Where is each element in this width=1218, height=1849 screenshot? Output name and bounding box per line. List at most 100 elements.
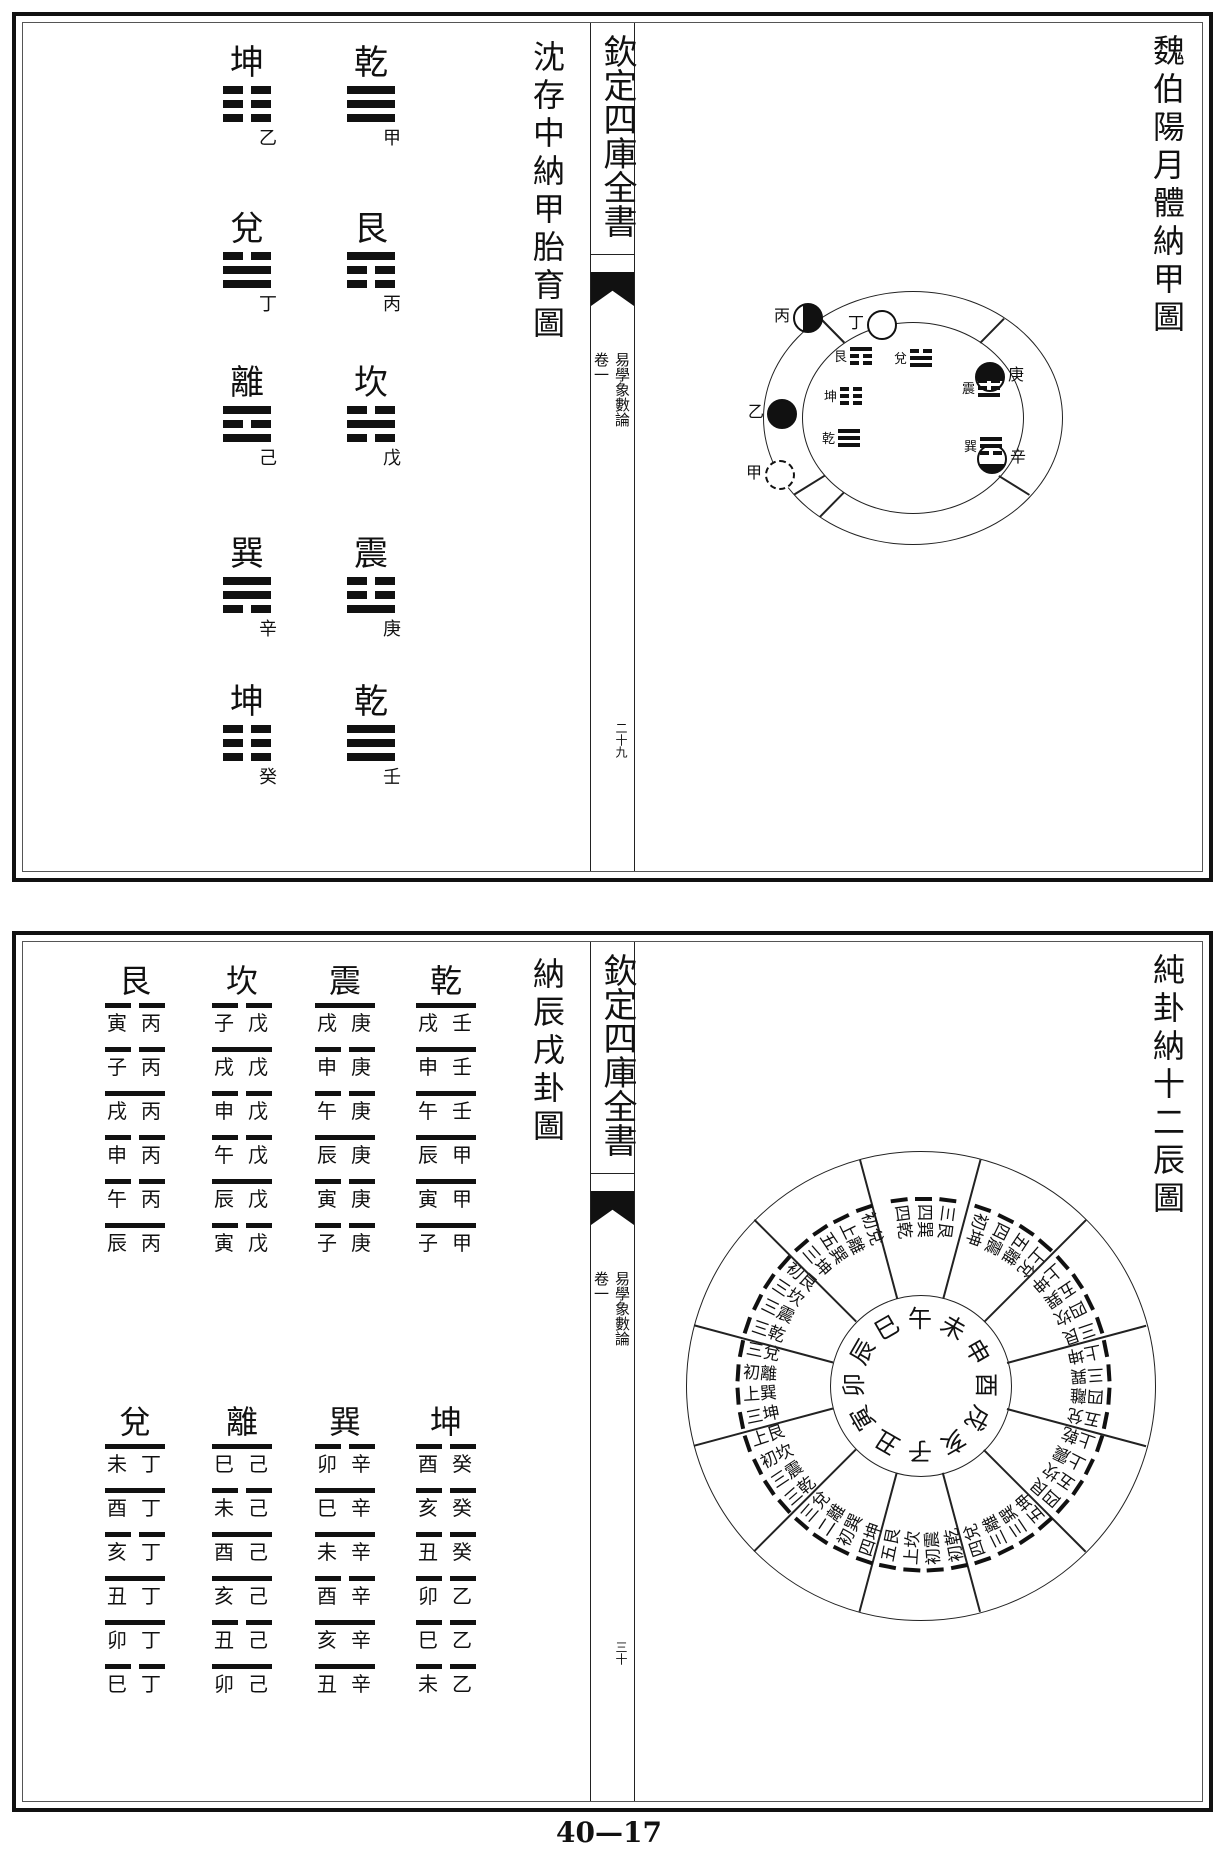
yang-line — [838, 443, 861, 447]
trigram-line — [223, 725, 271, 733]
yao-row: 申庚 — [313, 1045, 377, 1089]
trigram-column: 乾戌壬申壬午壬辰甲寅甲子甲 — [414, 965, 478, 1265]
earthly-branch: 巳 — [418, 1628, 438, 1652]
yin-line-segment — [223, 753, 244, 761]
heavenly-stem: 己 — [248, 1452, 268, 1476]
trigram-line — [347, 114, 395, 122]
yin-line-segment — [840, 401, 850, 405]
yang-line — [212, 1576, 272, 1581]
yin-line-segment — [139, 1179, 165, 1184]
heavenly-stem-label: 丙 — [383, 294, 401, 315]
diagram-title-chenxu: 納辰戌卦圖 — [528, 957, 566, 1147]
heavenly-stem-label: 戊 — [383, 448, 401, 469]
yang-line — [347, 753, 395, 761]
yin-line-segment — [139, 1135, 165, 1140]
branch-label: 酉 — [972, 1373, 1000, 1397]
yang-line — [910, 363, 933, 367]
yang-line — [315, 1620, 375, 1625]
yin-line-segment — [212, 1003, 238, 1008]
yang-line — [416, 1091, 476, 1096]
trigram-icon — [347, 725, 395, 761]
earthly-branch: 午 — [107, 1187, 127, 1211]
trigram-line — [910, 363, 933, 367]
yin-line-segment — [349, 1444, 375, 1449]
trigram-line — [347, 266, 395, 274]
trigram-line — [838, 436, 861, 440]
yin-line-segment — [850, 354, 860, 358]
earthly-branch: 子 — [317, 1231, 337, 1255]
yao-row: 午壬 — [414, 1089, 478, 1133]
yin-line-segment — [416, 1620, 442, 1625]
yang-line — [105, 1444, 165, 1449]
trigram-line — [840, 401, 863, 405]
book-title: 易學象數論 — [613, 1271, 631, 1346]
earthly-branch: 未 — [107, 1452, 127, 1476]
earthly-branch: 子 — [418, 1231, 438, 1255]
yao-row: 丑丁 — [103, 1574, 167, 1618]
heavenly-stem: 甲 — [452, 1143, 472, 1167]
earthly-branch: 辰 — [107, 1231, 127, 1255]
trigram-line — [347, 420, 395, 428]
yin-line-segment — [223, 605, 244, 613]
trigram-name: 坤 — [230, 43, 264, 83]
trigram-line — [347, 725, 395, 733]
trigram-line — [347, 434, 395, 442]
page-number: 40—17 — [556, 1816, 662, 1849]
trigram-column: 震戌庚申庚午庚辰庚寅庚子庚 — [313, 965, 377, 1265]
earthly-branch: 戌 — [107, 1099, 127, 1123]
trigram-line — [980, 437, 1003, 441]
yao-row: 辰甲 — [414, 1133, 478, 1177]
heavenly-stem: 丁 — [141, 1496, 161, 1520]
heavenly-stem: 丙 — [141, 1231, 161, 1255]
heavenly-stem: 壬 — [452, 1055, 472, 1079]
yin-line-segment — [374, 280, 395, 288]
yang-line — [416, 1135, 476, 1140]
page-folio: 三十 — [614, 1641, 628, 1665]
trigram-column: 艮寅丙子丙戌丙申丙午丙辰丙 — [103, 965, 167, 1265]
yin-line-segment — [223, 86, 244, 94]
yin-line-segment — [349, 1179, 375, 1184]
moon-stem-label: 甲 — [746, 463, 763, 482]
trigram-icon — [347, 86, 395, 122]
trigram-column: 坎子戊戌戊申戊午戊辰戊寅戊 — [210, 965, 274, 1265]
trigram-line — [910, 349, 933, 353]
yao-row: 戌戊 — [210, 1045, 274, 1089]
inner-trigram: 乾 — [822, 429, 861, 450]
earthly-branch: 亥 — [214, 1584, 234, 1608]
yao-row: 丑己 — [210, 1618, 274, 1662]
trigram-line — [223, 753, 271, 761]
yao-row: 未丁 — [103, 1442, 167, 1486]
trigram-line — [223, 86, 271, 94]
yin-line-segment — [349, 1576, 375, 1581]
yin-line-segment — [910, 349, 920, 353]
yin-line-segment — [246, 1135, 272, 1140]
yin-line-segment — [315, 1179, 341, 1184]
heavenly-stem: 丙 — [141, 1187, 161, 1211]
heavenly-stem: 己 — [248, 1496, 268, 1520]
trigram-icon — [980, 437, 1003, 458]
yao-row: 寅丙 — [103, 1001, 167, 1045]
heavenly-stem: 戊 — [248, 1143, 268, 1167]
trigram-line — [347, 100, 395, 108]
yin-line-segment — [852, 387, 863, 391]
trigram-icon — [850, 347, 873, 368]
yin-line-segment — [250, 753, 271, 761]
heavenly-stem: 丙 — [141, 1011, 161, 1035]
yin-line-segment — [139, 1664, 165, 1669]
trigram-entry: 離己 — [217, 366, 277, 469]
trigram-icon — [978, 379, 1001, 400]
yin-line-segment — [105, 1047, 131, 1052]
heavenly-stem: 丙 — [141, 1099, 161, 1123]
yin-line-segment — [105, 1179, 131, 1184]
trigram-entry: 巽辛 — [217, 537, 277, 640]
yao-row: 酉丁 — [103, 1486, 167, 1530]
earthly-branch: 卯 — [418, 1584, 438, 1608]
yao-row: 丑辛 — [313, 1662, 377, 1706]
yao-row: 酉癸 — [414, 1442, 478, 1486]
yang-line — [838, 436, 861, 440]
sector-entry: 三巽 — [1055, 1363, 1112, 1385]
book-title: 易學象數論 — [613, 352, 631, 427]
moon-stem-label: 丙 — [774, 306, 791, 325]
yang-line — [416, 1003, 476, 1008]
yin-line-segment — [450, 1620, 476, 1625]
